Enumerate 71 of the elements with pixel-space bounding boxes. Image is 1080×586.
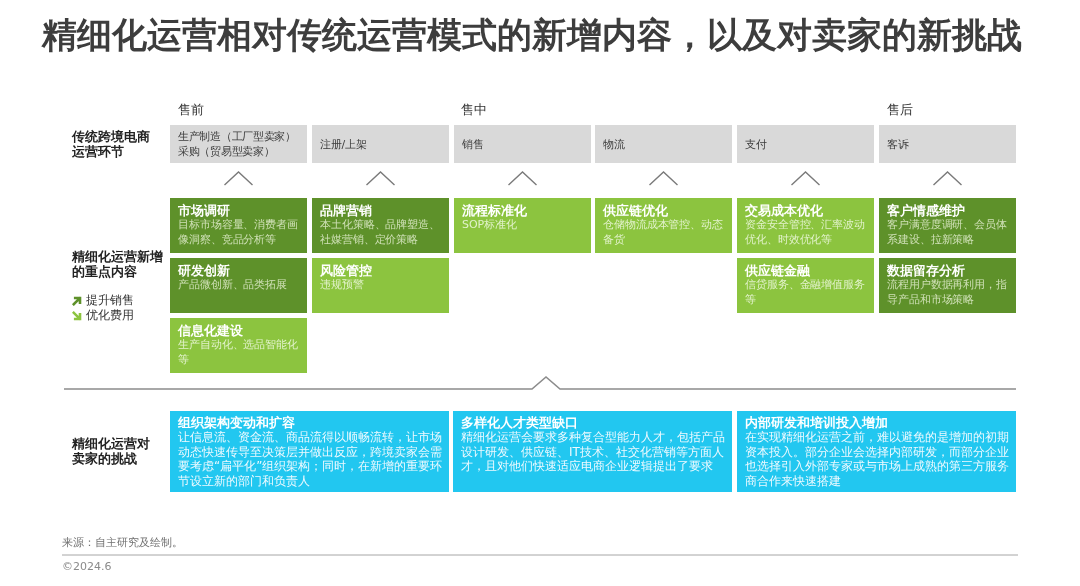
stage-box <box>170 125 307 163</box>
box-description: 客户满意度调研、会员体系建设、拉新策略 <box>887 218 1008 247</box>
box-heading: 品牌营销 <box>320 203 372 218</box>
box-description: 流程用户数据再利用，指导产品和市场策略 <box>887 278 1008 307</box>
box-description: 产品微创新、品类拓展 <box>178 278 287 293</box>
box-description: 本土化策略、品牌塑造、社媒营销、定价策略 <box>320 218 441 247</box>
box-heading: 供应链金融 <box>745 263 810 278</box>
box-description: SOP标准化 <box>462 218 517 233</box>
stage-box <box>312 125 449 163</box>
chevron-arrow <box>223 171 254 186</box>
stage-box <box>737 125 874 163</box>
box-description: 资金安全管控、汇率波动优化、时效优化等 <box>745 218 866 247</box>
copyright-note: ©2024.6 <box>62 559 112 574</box>
stage-box <box>879 125 1016 163</box>
legend-label: 优化费用 <box>86 308 134 323</box>
focus-box <box>170 318 307 373</box>
box-description: 在实现精细化运营之前，难以避免的是增加的初期资本投入。部分企业会选择内部研发，而部分企业也选择引入外部专家或与市场上成熟的第三方服务商合作来快速搭建 <box>745 430 1010 488</box>
chevron-arrow <box>648 171 679 186</box>
focus-box <box>170 258 307 313</box>
focus-box <box>737 258 874 313</box>
box-description: 生产自动化、选品智能化等 <box>178 338 299 367</box>
chevron-arrow <box>507 171 538 186</box>
box-heading: 研发创新 <box>178 263 230 278</box>
challenge-box <box>737 411 1016 492</box>
stage-label: 支付 <box>745 136 767 152</box>
stage-box <box>454 125 591 163</box>
box-heading: 多样化人才类型缺口 <box>461 415 578 430</box>
box-heading: 交易成本优化 <box>745 203 823 218</box>
stage-label: 注册/上架 <box>320 136 367 152</box>
box-heading: 供应链优化 <box>603 203 668 218</box>
focus-box <box>737 198 874 253</box>
focus-box <box>312 258 449 313</box>
box-heading: 数据留存分析 <box>887 263 965 278</box>
focus-box <box>595 198 732 253</box>
focus-box <box>312 198 449 253</box>
chevron-arrow <box>365 171 396 186</box>
box-description: 精细化运营会要求多种复合型能力人才，包括产品设计研发、供应链、IT技术、社交化营销等方面人才，且对他们快速适应电商企业逻辑提出了要求 <box>461 430 726 474</box>
challenge-box <box>453 411 732 492</box>
box-description: 让信息流、资金流、商品流得以顺畅流转，让市场动态快速传导至决策层并做出反应，跨境卖家会需要考虑“扁平化”组织架构；同时，在新增的重要环节设立新的部门和负责人 <box>178 430 443 488</box>
challenge-box <box>170 411 449 492</box>
box-heading: 流程标准化 <box>462 203 527 218</box>
box-heading: 组织架构变动和扩容 <box>178 415 295 430</box>
phase-label: 售后 <box>887 102 913 117</box>
box-heading: 客户情感维护 <box>887 203 965 218</box>
stage-label: 销售 <box>462 136 484 152</box>
chevron-arrow <box>790 171 821 186</box>
box-heading: 内部研发和培训投入增加 <box>745 415 888 430</box>
stage-label: 客诉 <box>887 136 909 152</box>
row-header: 精细化运营新增的重点内容 <box>72 249 164 279</box>
focus-box <box>170 198 307 253</box>
source-note: 来源：自主研究及绘制。 <box>62 535 183 550</box>
box-description: 仓储物流成本管控、动态备货 <box>603 218 724 247</box>
focus-box <box>879 198 1016 253</box>
stage-box <box>595 125 732 163</box>
phase-label: 售中 <box>461 102 487 117</box>
legend-label: 提升销售 <box>86 293 134 308</box>
box-heading: 信息化建设 <box>178 323 243 338</box>
box-description: 信贷服务、金融增值服务等 <box>745 278 866 307</box>
box-description: 目标市场容量、消费者画像洞察、竞品分析等 <box>178 218 299 247</box>
row-header: 精细化运营对卖家的挑战 <box>72 436 151 466</box>
focus-box <box>454 198 591 253</box>
stage-label: 采购（贸易型卖家） <box>178 144 275 159</box>
box-heading: 风险管控 <box>320 263 372 278</box>
stage-label: 物流 <box>603 136 625 152</box>
box-heading: 市场调研 <box>178 203 230 218</box>
box-description: 违规预警 <box>320 278 364 293</box>
chevron-arrow <box>932 171 963 186</box>
page-title: 精细化运营相对传统运营模式的新增内容，以及对卖家的新挑战 <box>42 14 1022 57</box>
row-header: 传统跨境电商运营环节 <box>72 129 151 159</box>
focus-box <box>879 258 1016 313</box>
stage-label: 生产制造（工厂型卖家） <box>178 129 296 144</box>
